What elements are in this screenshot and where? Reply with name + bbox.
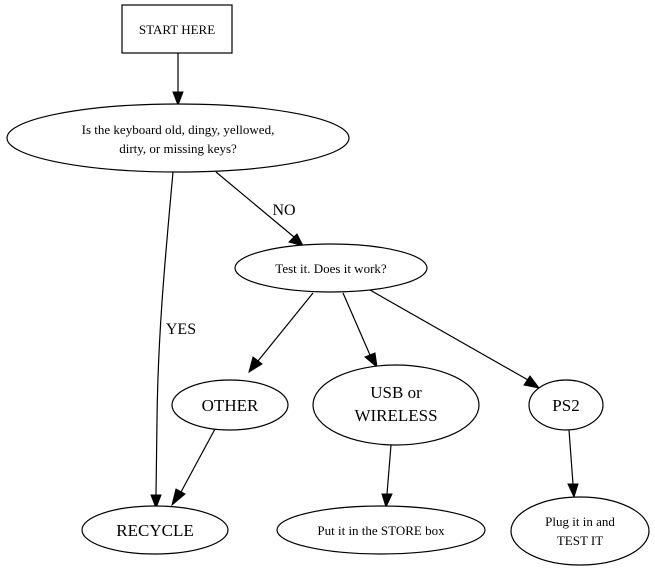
- plug-ellipse: [510, 496, 650, 566]
- node-ps2: PS2: [528, 379, 604, 431]
- question-line-2: dirty, or missing keys?: [119, 141, 237, 156]
- edge-ps2-to-plug: [568, 429, 574, 485]
- node-question-keyboard-condition: Is the keyboard old, dingy, yellowed, di…: [6, 103, 350, 173]
- usb-ellipse: [312, 364, 480, 446]
- edge-usb-to-store: [386, 444, 392, 495]
- node-recycle: RECYCLE: [81, 505, 229, 555]
- other-label: OTHER: [202, 396, 259, 415]
- node-plug-test: Plug it in and TEST IT: [510, 496, 650, 566]
- arrowhead: [288, 233, 304, 247]
- arrowhead: [171, 488, 186, 507]
- test-ellipse: [234, 243, 428, 293]
- arrowhead: [248, 356, 263, 374]
- node-start: START HERE: [121, 4, 233, 54]
- edge-label-yes: YES: [166, 321, 196, 338]
- recycle-label: RECYCLE: [116, 521, 193, 540]
- plug-line-1: Plug it in and: [545, 514, 615, 529]
- edges: [150, 53, 579, 510]
- node-other: OTHER: [171, 379, 289, 431]
- store-label: Put it in the STORE box: [317, 523, 445, 538]
- arrowhead: [364, 352, 378, 369]
- node-usb-wireless: USB or WIRELESS: [312, 364, 480, 446]
- ps2-ellipse: [528, 379, 604, 431]
- ps2-label: PS2: [552, 396, 579, 415]
- question-ellipse: [6, 103, 350, 173]
- start-label: START HERE: [139, 22, 215, 37]
- usb-line-1: USB or: [370, 383, 422, 402]
- edge-question-to-test: [215, 171, 295, 238]
- edge-test-to-ps2: [369, 289, 529, 381]
- usb-line-2: WIRELESS: [354, 406, 437, 425]
- plug-line-2: TEST IT: [557, 533, 603, 548]
- other-ellipse: [171, 379, 289, 431]
- edge-label-no: NO: [272, 202, 295, 219]
- arrowhead: [381, 493, 393, 509]
- arrowhead: [172, 91, 184, 107]
- test-label: Test it. Does it work?: [275, 261, 387, 276]
- node-test: Test it. Does it work?: [234, 243, 428, 293]
- recycle-ellipse: [81, 505, 229, 555]
- store-ellipse: [276, 505, 486, 555]
- edge-question-to-recycle: [155, 171, 174, 496]
- question-line-1: Is the keyboard old, dingy, yellowed,: [82, 122, 275, 137]
- node-store: Put it in the STORE box: [276, 505, 486, 555]
- arrowhead: [150, 494, 162, 510]
- edge-test-to-other: [257, 292, 314, 362]
- edge-other-to-recycle: [180, 428, 216, 493]
- arrowhead: [567, 483, 579, 499]
- edge-test-to-usb: [342, 292, 371, 356]
- arrowhead: [523, 375, 541, 389]
- start-box: [121, 4, 233, 54]
